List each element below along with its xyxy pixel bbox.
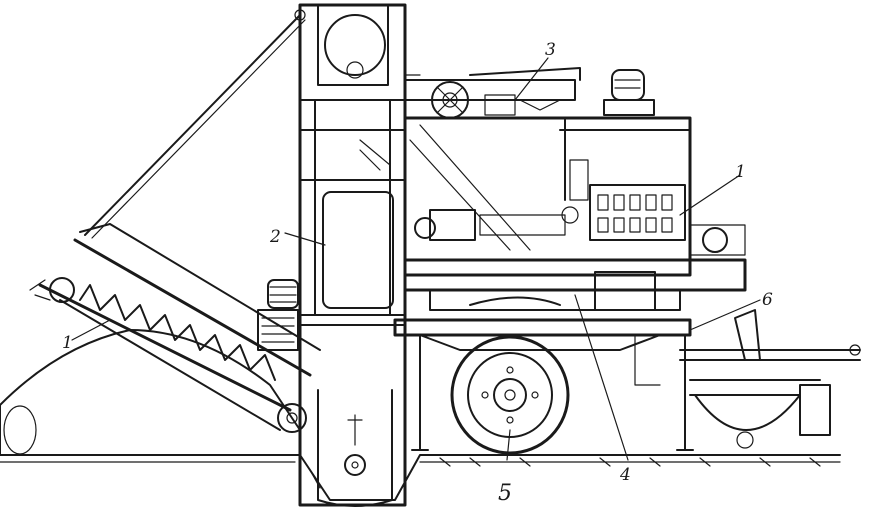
wheel — [450, 335, 570, 455]
discharge-conveyor — [679, 309, 861, 449]
callout-2: 2 — [269, 227, 281, 247]
upper-drive-assembly — [404, 67, 581, 119]
control-panel — [589, 184, 686, 241]
callout-5: 5 — [498, 481, 512, 506]
support-legs — [411, 334, 694, 451]
ground — [0, 454, 841, 501]
top-motor — [603, 69, 655, 116]
callout-labels: 1 1 2 3 4 5 6 — [62, 40, 773, 506]
callout-1-left: 1 — [62, 333, 73, 353]
material-pile — [0, 329, 301, 456]
support-cable — [84, 9, 306, 239]
callout-1-right: 1 — [735, 162, 746, 182]
gear-pump-assembly — [414, 206, 746, 256]
inclined-feeder-conveyor — [29, 223, 321, 433]
leader-lines — [71, 57, 761, 461]
chassis-frame — [393, 258, 747, 351]
callout-6: 6 — [762, 290, 773, 310]
bucket-elevator-tower — [298, 3, 421, 507]
main-housing — [403, 116, 692, 277]
callout-4: 4 — [619, 465, 631, 485]
conveyor-drive-motor — [257, 279, 299, 351]
callout-3: 3 — [545, 40, 556, 60]
sieve-screen — [322, 191, 394, 309]
